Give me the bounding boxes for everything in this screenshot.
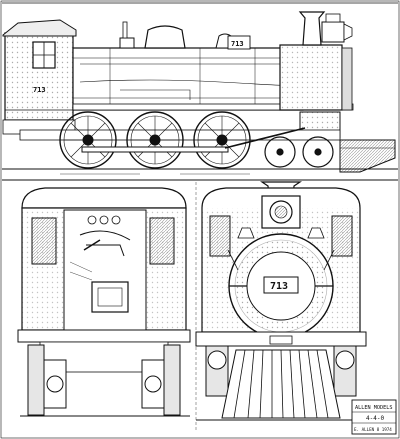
pilot (339, 139, 396, 173)
cab-rear-roof (21, 187, 187, 209)
pilot-truck-wheels (264, 136, 334, 168)
number-board-side (227, 35, 251, 50)
headlight-front (261, 195, 301, 229)
smokebox-number: 713 (231, 40, 244, 48)
side-elevation-view: 713 713 (2, 2, 398, 175)
front-wheels (205, 345, 357, 397)
rear-end-view (17, 187, 191, 417)
front-window-right (331, 215, 353, 257)
title-block-maker: ALLEN MODELS (355, 405, 392, 411)
title-block-wheel-arrangement: 4-4-0 (366, 415, 384, 422)
title-block-drawn-by: E. ALLEN 8 1974 (354, 427, 392, 432)
rear-window-right (149, 217, 175, 265)
cab-number: 713 (33, 86, 46, 94)
rear-window-left (31, 217, 57, 265)
front-number-plate-text: 713 (270, 281, 288, 292)
front-number-plate (263, 276, 299, 294)
main-rod (224, 127, 306, 149)
rear-wheels-end (27, 344, 181, 416)
headlight-side (321, 13, 353, 43)
steam-dome (144, 25, 186, 49)
smokebox-front: 713 (228, 233, 334, 339)
boiler (72, 47, 354, 111)
smokestack (298, 11, 326, 46)
whistle (122, 21, 128, 39)
cab-side: 713 (2, 19, 77, 121)
side-rod (81, 146, 229, 153)
front-end-view: 713 (195, 181, 367, 421)
title-block: ALLEN MODELS 4-4-0 E. ALLEN 8 1974 (351, 399, 397, 435)
front-window-left (209, 215, 231, 257)
sand-dome (119, 37, 135, 49)
